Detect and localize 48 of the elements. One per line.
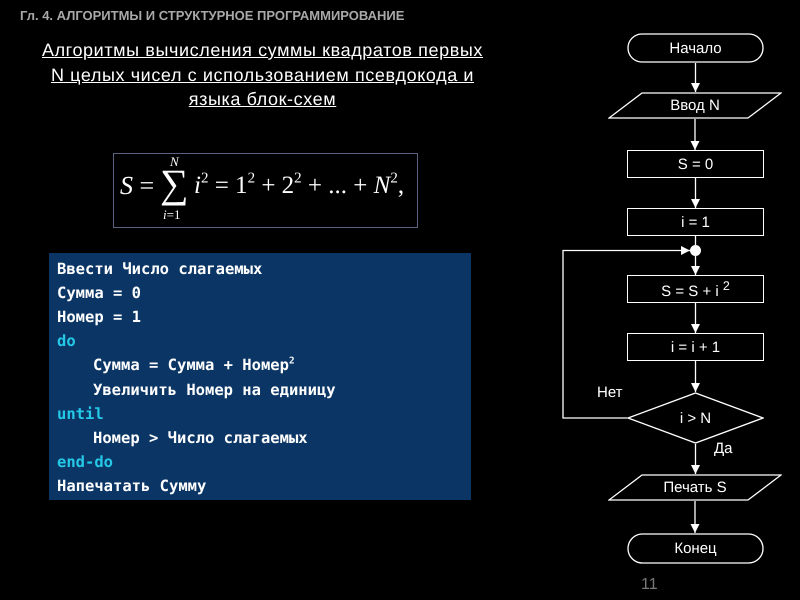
formula-text: i$^{2}$ = 1$^{2}$ + 2$^{2}$ + ... + N$^{2}$,	[194, 173, 404, 198]
page-number: 11	[641, 576, 658, 594]
code-line: Сумма = Сумма + Номер$^{2}$	[93, 356, 295, 374]
junction-dot	[690, 245, 701, 256]
node-label: S = 0	[678, 156, 714, 172]
parallelogram-shape	[608, 92, 782, 119]
node-label: i = 1	[681, 214, 710, 230]
arrow	[690, 501, 700, 533]
arrow	[691, 63, 700, 92]
code-line: Номер > Число слагаемых	[93, 428, 308, 447]
process-box	[627, 150, 764, 178]
sum-limit: i=1	[163, 208, 180, 221]
decision-diamond	[627, 392, 764, 444]
node-label: i > N	[680, 410, 712, 426]
arrow	[691, 256, 700, 275]
node-label: Ввод N	[670, 97, 720, 114]
process-box	[627, 333, 764, 361]
edge-label: Да	[713, 440, 734, 457]
formula-box	[113, 153, 418, 228]
code-line: Увеличить Номер на единицу	[93, 380, 336, 398]
code-line: until	[57, 404, 104, 423]
code-line: Номер = 1	[57, 308, 141, 326]
node-label: i = i + 1	[670, 338, 720, 356]
node-label: Печать S	[663, 479, 727, 496]
formula-text: S =	[120, 173, 154, 199]
arrow	[562, 246, 690, 419]
terminal-shape	[627, 533, 764, 564]
node-label: Конец	[674, 540, 717, 557]
sum-limit: N	[170, 155, 179, 168]
code-line: Ввести Число слагаемых	[57, 260, 262, 278]
code-line: Напечатать Сумму	[57, 476, 206, 495]
node-label: S = S + i $^{2}$	[661, 278, 730, 300]
terminal-shape	[627, 33, 764, 63]
node-label: Начало	[669, 40, 722, 56]
arrow	[690, 119, 700, 150]
arrow	[691, 178, 700, 208]
code-line: Сумма = 0	[57, 284, 141, 302]
arrow	[691, 303, 700, 333]
pseudocode-panel	[49, 253, 471, 500]
process-box	[627, 208, 764, 236]
code-line: do	[57, 332, 76, 350]
parallelogram-shape	[608, 474, 782, 501]
chapter-header: Гл. 4. АЛГОРИТМЫ И СТРУКТУРНОЕ ПРОГРАММИРОВАНИЕ	[20, 8, 404, 23]
code-line: end-do	[57, 452, 113, 471]
process-box	[627, 275, 764, 303]
arrow	[691, 361, 700, 392]
slide-title: Алгоритмы вычисления суммы квадратов первых N целых чисел с использованием псевдокода и языка блок-схем	[40, 39, 484, 111]
arrow	[691, 444, 700, 474]
